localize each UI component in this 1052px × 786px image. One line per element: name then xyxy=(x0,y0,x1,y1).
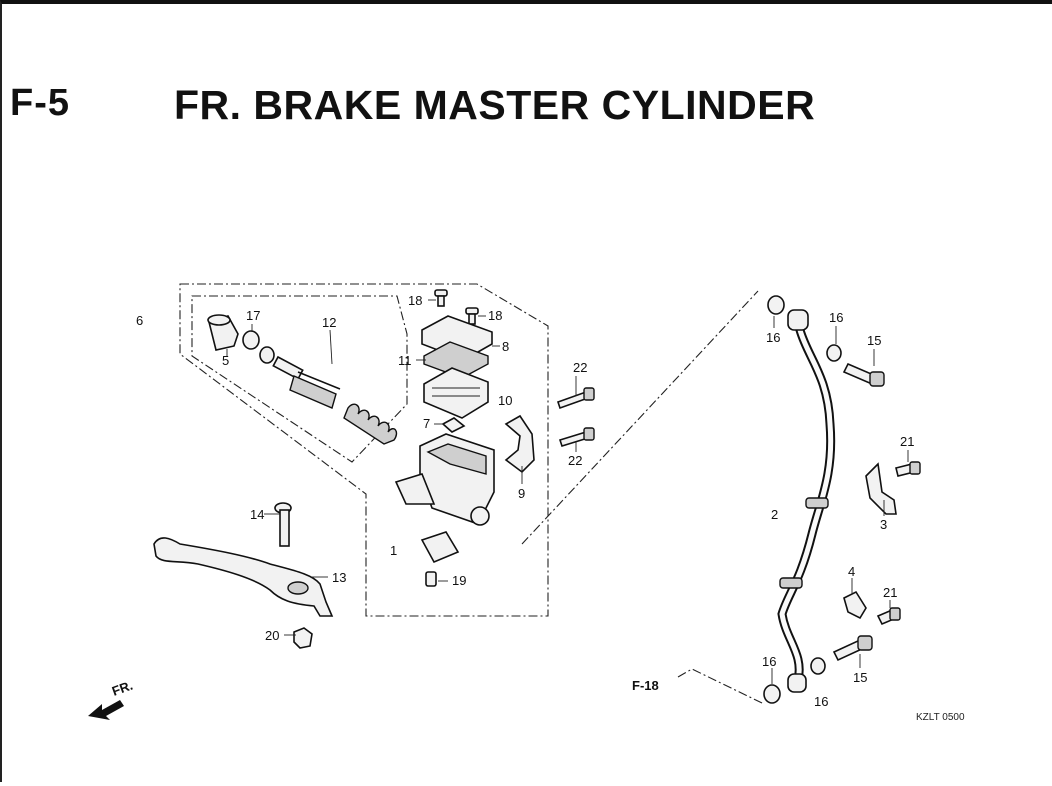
part-boot xyxy=(207,314,239,351)
callout-15b: 15 xyxy=(853,670,867,685)
part-circlip xyxy=(242,330,275,364)
callout-16a: 16 xyxy=(766,330,780,345)
part-diaphragm xyxy=(423,367,489,419)
part-float xyxy=(441,417,466,433)
part-washer-16b xyxy=(826,344,842,362)
callout-21b: 21 xyxy=(883,585,897,600)
part-brake-switch xyxy=(420,531,460,587)
leader-lines xyxy=(226,299,909,684)
callout-16c: 16 xyxy=(762,654,776,669)
part-washer-16a xyxy=(767,295,785,315)
part-washer-16c xyxy=(763,684,781,704)
part-screw-18a xyxy=(434,289,448,307)
callout-21a: 21 xyxy=(900,434,914,449)
hose-lower-banjo xyxy=(787,673,807,693)
assembly-boundary xyxy=(179,283,549,617)
part-nut xyxy=(293,627,313,649)
callout-8: 8 xyxy=(502,339,509,354)
part-bolt-22a xyxy=(556,387,595,410)
callout-12: 12 xyxy=(322,315,336,330)
callout-4: 4 xyxy=(848,564,855,579)
callout-16d: 16 xyxy=(814,694,828,709)
part-spring xyxy=(343,403,398,445)
callout-5: 5 xyxy=(222,353,229,368)
cross-ref-leader xyxy=(677,668,765,705)
front-arrow-icon xyxy=(88,700,124,720)
callout-3: 3 xyxy=(880,517,887,532)
part-pivot-bolt xyxy=(274,502,292,547)
callout-18a: 18 xyxy=(408,293,422,308)
callout-2: 2 xyxy=(771,507,778,522)
hose-grommet-b xyxy=(779,577,803,589)
callout-16b: 16 xyxy=(829,310,843,325)
callout-13: 13 xyxy=(332,570,346,585)
callout-9: 9 xyxy=(518,486,525,501)
front-marker-label: FR. xyxy=(110,678,135,699)
part-oil-bolt-15a xyxy=(842,362,885,387)
hose-grommet-a xyxy=(805,497,829,509)
drawing-code: KZLT 0500 xyxy=(916,712,965,723)
exploded-parts-diagram: 6 5 17 12 18 18 8 11 10 7 9 22 22 1 19 1… xyxy=(88,283,965,723)
part-oil-bolt-15b xyxy=(832,635,873,662)
part-hose-clamp xyxy=(843,590,867,620)
callout-18b: 18 xyxy=(488,308,502,323)
part-brake-lever xyxy=(153,537,334,617)
part-bolt-21a xyxy=(895,461,921,477)
part-screw-18b xyxy=(465,307,479,325)
callout-15a: 15 xyxy=(867,333,881,348)
callout-10: 10 xyxy=(498,393,512,408)
part-bolt-22b xyxy=(558,427,595,447)
callout-6: 6 xyxy=(136,313,143,328)
section-code: F-5 xyxy=(10,82,70,124)
part-piston xyxy=(272,355,341,409)
part-washer-16d xyxy=(810,657,826,675)
callout-1: 1 xyxy=(390,543,397,558)
cross-reference-label: F-18 xyxy=(632,678,659,693)
part-master-cylinder-body xyxy=(394,433,495,526)
hose-inner xyxy=(779,327,834,683)
callout-22b: 22 xyxy=(568,453,582,468)
part-cap-plate xyxy=(423,341,489,379)
part-hose-bracket xyxy=(865,462,897,515)
part-bolt-21b xyxy=(876,607,901,626)
part-holder xyxy=(504,414,535,474)
diaphragm-ribs xyxy=(432,387,480,397)
page-title: FR. BRAKE MASTER CYLINDER xyxy=(174,82,816,128)
callout-14: 14 xyxy=(250,507,264,522)
callout-19: 19 xyxy=(452,573,466,588)
hose-upper-banjo xyxy=(787,309,809,331)
piston-kit-boundary xyxy=(191,295,408,463)
hose-leader-line xyxy=(521,290,759,545)
callout-22a: 22 xyxy=(573,360,587,375)
callout-7: 7 xyxy=(423,416,430,431)
callout-11: 11 xyxy=(398,353,412,368)
callout-17: 17 xyxy=(246,308,260,323)
lever-pivot-hole xyxy=(287,581,309,595)
callout-20: 20 xyxy=(265,628,279,643)
